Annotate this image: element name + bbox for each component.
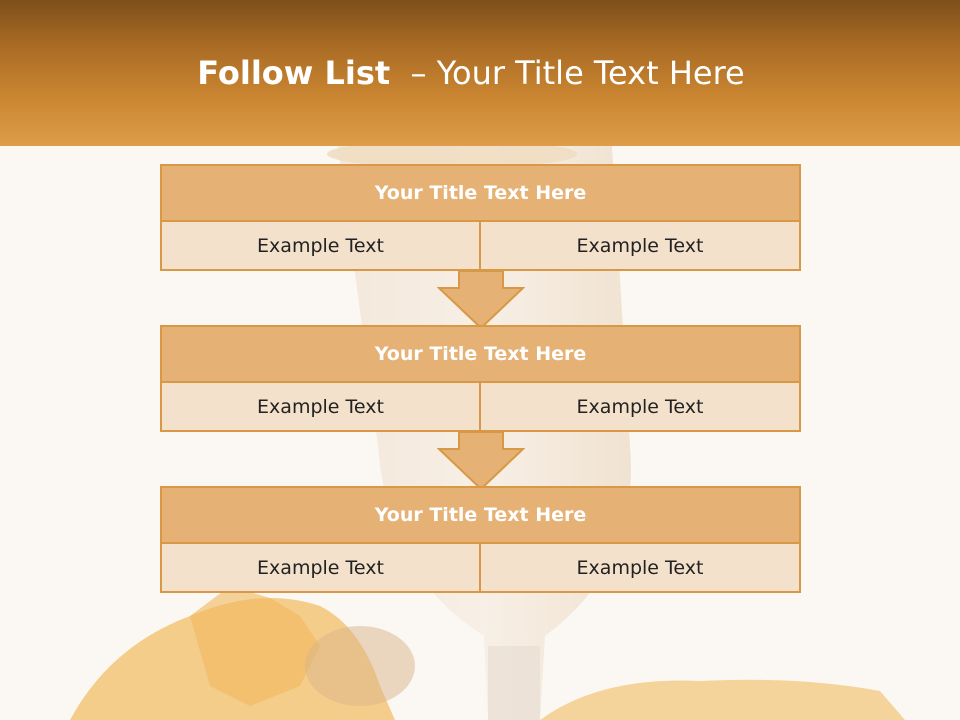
header-banner [0, 0, 960, 146]
block-2-title: Your Title Text Here [160, 325, 801, 383]
down-arrow-icon [437, 431, 525, 491]
list-block-3: Your Title Text Here Example Text Exampl… [160, 486, 801, 593]
list-block-1: Your Title Text Here Example Text Exampl… [160, 164, 801, 271]
block-1-left-text: Example Text [160, 220, 481, 271]
block-1-title: Your Title Text Here [160, 164, 801, 222]
block-3-title: Your Title Text Here [160, 486, 801, 544]
block-2-right-text: Example Text [479, 381, 801, 432]
down-arrow-icon [437, 270, 525, 330]
list-block-2: Your Title Text Here Example Text Exampl… [160, 325, 801, 432]
block-3-right-text: Example Text [479, 542, 801, 593]
block-1-right-text: Example Text [479, 220, 801, 271]
block-3-left-text: Example Text [160, 542, 481, 593]
slide-title: Follow List – Your Title Text Here [0, 54, 942, 92]
title-strong: Follow List [197, 54, 391, 92]
title-rest: – Your Title Text Here [410, 54, 745, 92]
block-2-left-text: Example Text [160, 381, 481, 432]
